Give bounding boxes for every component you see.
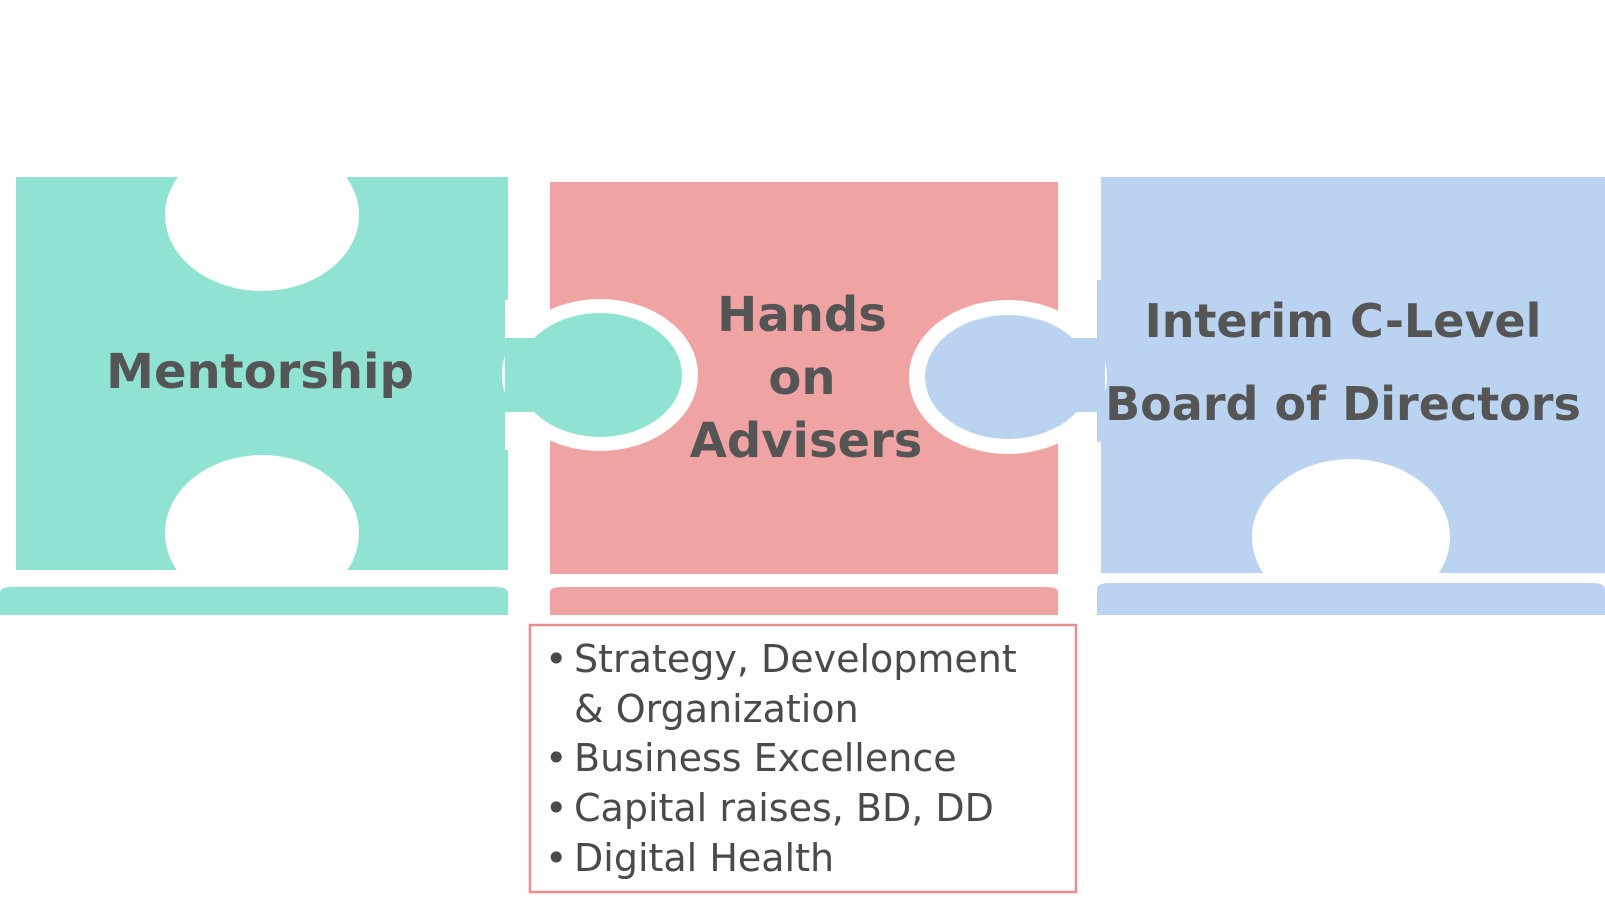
mentorship-knob-overlay	[518, 313, 682, 437]
advisers-list-bullet: •	[545, 836, 567, 880]
interim-title-line-2: Board of Directors	[1105, 377, 1581, 431]
mentorship-piece: Mentorship	[0, 139, 698, 615]
advisers-piece: Hands on Advisers	[502, 182, 1107, 615]
advisers-list-item: Strategy, Development	[574, 637, 1017, 681]
advisers-list-bullet: •	[545, 736, 567, 780]
interim-knob	[925, 315, 1091, 439]
interim-piece-bottom-socket	[1252, 459, 1450, 615]
mentorship-title: Mentorship	[106, 344, 414, 400]
advisers-list-item: Digital Health	[574, 836, 834, 880]
interim-edge-overlay	[1097, 280, 1105, 442]
mentorship-piece-top-socket	[165, 139, 359, 291]
interim-title-line-1: Interim C-Level	[1145, 294, 1542, 348]
advisers-list-item: Business Excellence	[574, 736, 957, 780]
advisers-list: • Strategy, Development & Organization •…	[528, 623, 1078, 894]
advisers-title-line-1: Hands	[717, 287, 887, 343]
advisers-piece-base	[550, 587, 1058, 615]
advisers-title-line-2: on	[768, 350, 835, 406]
advisers-list-item: Capital raises, BD, DD	[574, 786, 994, 830]
advisers-list-bullet: •	[545, 786, 567, 830]
mentorship-piece-bottom-socket	[165, 455, 359, 611]
mentorship-piece-base	[0, 587, 508, 615]
advisers-list-item: & Organization	[574, 687, 859, 731]
advisers-list-box	[528, 623, 1078, 894]
advisers-title-line-3: Advisers	[690, 413, 923, 469]
interim-piece-base	[1097, 583, 1605, 615]
advisers-list-bullet: •	[545, 637, 567, 681]
